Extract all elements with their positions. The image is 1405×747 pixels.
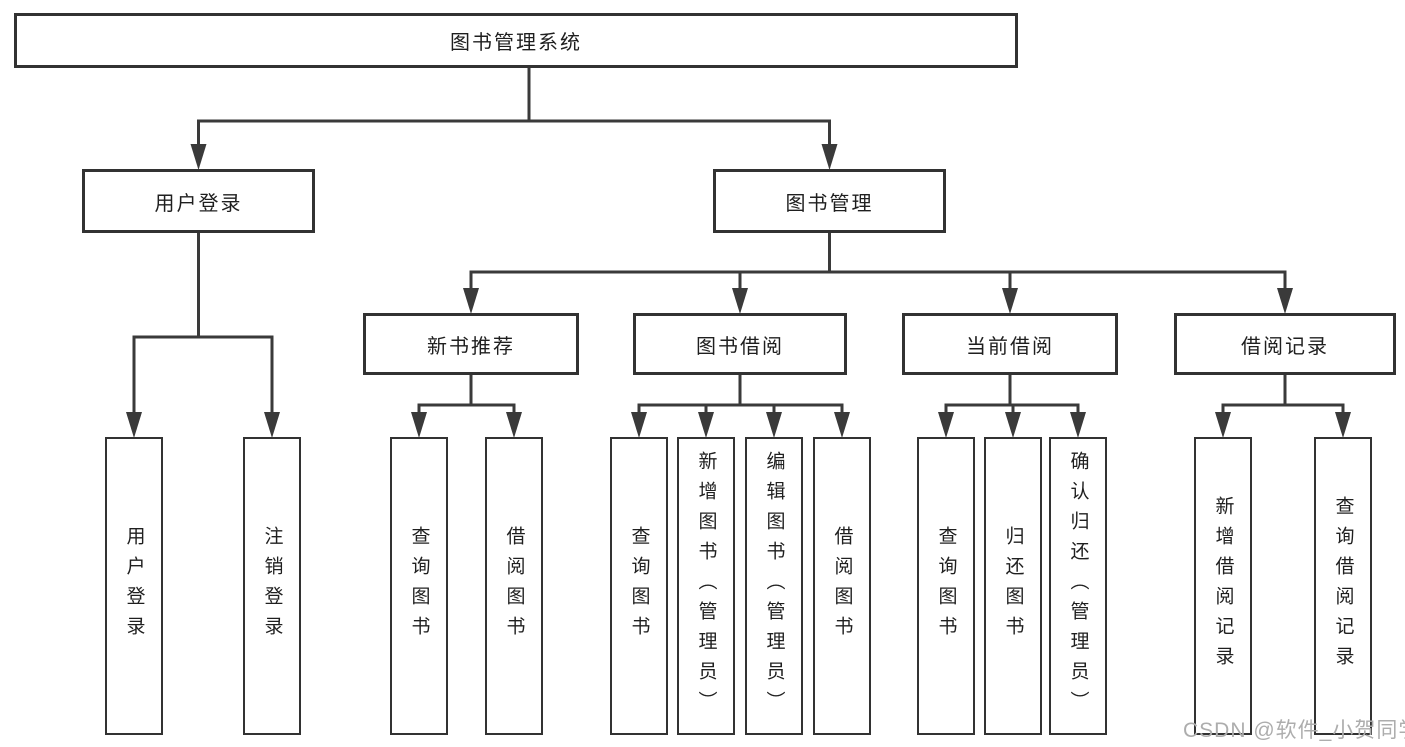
node-current-borrow: 当前借阅: [902, 313, 1118, 375]
edge-book-borrow-to-leaves: [637, 375, 844, 416]
leaf-borrow-books: 借阅图书: [813, 437, 871, 735]
edge-current-borrow-to-leaves: [944, 375, 1080, 416]
node-borrow-records: 借阅记录: [1174, 313, 1396, 375]
arrow-down-icon: [1002, 288, 1018, 314]
arrow-down-icon: [1335, 412, 1351, 438]
node-book-management: 图书管理: [713, 169, 946, 233]
arrow-down-icon: [506, 412, 522, 438]
edge-book-management-to-level2: [469, 233, 1287, 292]
arrow-down-icon: [821, 144, 838, 170]
arrow-down-icon: [631, 412, 647, 438]
node-user-login: 用户登录: [82, 169, 315, 233]
node-new-book-recommend: 新书推荐: [363, 313, 579, 375]
leaf-add-book-admin: 新增图书（管理员）: [677, 437, 735, 735]
leaf-query-borrow-record: 查询借阅记录: [1314, 437, 1372, 735]
leaf-confirm-return-admin: 确认归还（管理员）: [1049, 437, 1107, 735]
arrow-down-icon: [834, 412, 850, 438]
edge-new-book-recommend-to-leaves: [417, 375, 516, 416]
leaf-query-books-borrow: 查询图书: [610, 437, 668, 735]
arrow-down-icon: [411, 412, 427, 438]
arrow-down-icon: [1070, 412, 1086, 438]
edge-borrow-records-to-leaves: [1221, 375, 1345, 416]
node-book-borrow: 图书借阅: [633, 313, 847, 375]
leaf-query-books-recommend: 查询图书: [390, 437, 448, 735]
node-library-system: 图书管理系统: [14, 13, 1018, 68]
leaf-add-borrow-record: 新增借阅记录: [1194, 437, 1252, 735]
arrow-down-icon: [1005, 412, 1021, 438]
arrow-down-icon: [938, 412, 954, 438]
leaf-return-book: 归还图书: [984, 437, 1042, 735]
arrow-down-icon: [1215, 412, 1231, 438]
leaf-edit-book-admin: 编辑图书（管理员）: [745, 437, 803, 735]
arrow-down-icon: [766, 412, 782, 438]
arrow-down-icon: [698, 412, 714, 438]
watermark: CSDN @软件_小贺同学: [1183, 719, 1405, 742]
arrow-down-icon: [264, 412, 280, 438]
leaf-query-books-current: 查询图书: [917, 437, 975, 735]
arrow-down-icon: [1277, 288, 1293, 314]
leaf-borrow-books-recommend: 借阅图书: [485, 437, 543, 735]
edge-root-to-level1: [197, 68, 831, 148]
edge-user-login-to-leaves: [132, 233, 274, 416]
arrow-down-icon: [190, 144, 207, 170]
leaf-user-login: 用户登录: [105, 437, 163, 735]
arrow-down-icon: [126, 412, 142, 438]
arrow-down-icon: [732, 288, 748, 314]
arrow-down-icon: [463, 288, 479, 314]
leaf-logout: 注销登录: [243, 437, 301, 735]
